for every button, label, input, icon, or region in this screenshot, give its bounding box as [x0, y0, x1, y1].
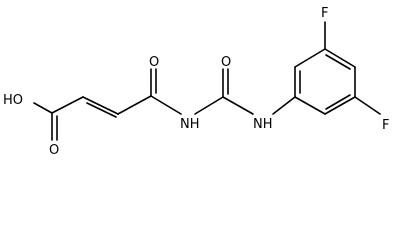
- atom-hydroxyl: HO: [3, 93, 23, 108]
- bond-fluorine-bottom: [354, 96, 381, 115]
- ring-inner-double-3: [325, 94, 351, 110]
- ring-bond-5: [324, 96, 356, 115]
- bond-acid-alkene: [51, 96, 84, 114]
- atom-amine-nitrogen: NH: [253, 117, 273, 132]
- atom-labels: HO O O O NH NH F F: [3, 6, 389, 158]
- bond-nitrogen-urea: [194, 96, 224, 115]
- atom-acid-carbonyl-oxygen: O: [49, 143, 59, 158]
- ring-bond-3: [324, 48, 356, 68]
- atom-urea-oxygen: O: [221, 55, 231, 70]
- ring-inner-double-2: [325, 54, 351, 70]
- atom-imide-nitrogen: NH: [180, 117, 200, 132]
- bond-amine-ring: [272, 96, 296, 115]
- chemical-structure: HO O O O NH NH F F: [3, 6, 389, 158]
- ring-bond-6: [294, 96, 326, 115]
- ring-bond-2: [294, 48, 326, 68]
- bond-alkene-ketone: [117, 95, 152, 115]
- bond-ketone-nitrogen: [150, 95, 182, 115]
- atom-ketone-oxygen: O: [149, 55, 159, 70]
- bond-hydroxyl-carbon: [33, 102, 53, 114]
- atom-fluorine-bottom: F: [382, 118, 389, 133]
- atom-fluorine-top: F: [321, 6, 328, 21]
- bonds: [33, 21, 381, 141]
- bond-urea-amine: [222, 96, 254, 115]
- bond-alkene: [82, 96, 119, 115]
- bond-alkene-double: [86, 102, 117, 118]
